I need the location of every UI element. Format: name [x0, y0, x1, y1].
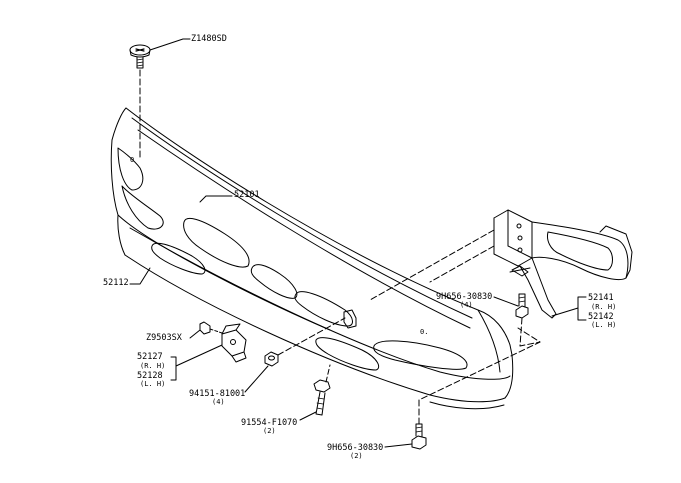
bolt-bottom-guide — [418, 327, 541, 425]
leader-z1480sd — [149, 38, 191, 51]
bolt-mid-guide — [325, 364, 331, 383]
label-52127-side: (R. H) — [140, 362, 166, 370]
label-52128-side: (L. H) — [140, 380, 166, 388]
label-9h656-30830-right: 9H656-30830 — [436, 292, 493, 302]
label-94151-81001: 94151-81001 — [189, 389, 246, 399]
label-9h656-30830-bottom: 9H656-30830 — [327, 443, 384, 453]
leader-52141 — [551, 296, 587, 321]
leader-9h656-right — [493, 296, 519, 307]
leader-52112 — [129, 267, 151, 285]
label-9h656-bottom-qty: (2) — [350, 452, 363, 460]
bolt-mid-drawing — [313, 379, 331, 416]
screw-top-drawing — [129, 44, 151, 69]
label-94151-qty: (4) — [212, 398, 225, 406]
label-52141: 52141 — [588, 293, 614, 303]
svg-text:0: 0 — [130, 156, 134, 164]
nut-drawing — [264, 351, 279, 367]
leader-52127 — [170, 344, 223, 381]
label-52142-side: (L. H) — [591, 321, 617, 329]
svg-text:0.: 0. — [420, 328, 428, 336]
label-z1480sd: Z1480SD — [191, 34, 227, 44]
label-52142: 52142 — [588, 312, 614, 322]
screw-left-drawing — [199, 321, 223, 335]
leader-94151 — [244, 365, 269, 393]
label-52128: 52128 — [137, 371, 163, 381]
leader-z9503sx — [189, 329, 201, 339]
label-52127: 52127 — [137, 352, 163, 362]
label-52101: 52101 — [234, 190, 260, 200]
label-91554-qty: (2) — [263, 427, 276, 435]
front-bumper-drawing: 0 0. — [110, 107, 514, 410]
nut-guide — [277, 317, 346, 356]
label-52112: 52112 — [103, 278, 129, 288]
stay-left-drawing — [221, 323, 247, 363]
label-91554-f1070: 91554-F1070 — [241, 418, 298, 428]
bolt-bottom-drawing — [411, 423, 427, 450]
bracket-right-guide — [369, 229, 541, 347]
bracket-right-drawing — [493, 209, 633, 319]
leader-91554 — [299, 411, 317, 421]
label-52141-side: (R. H) — [591, 303, 617, 311]
bolt-right-drawing — [515, 293, 529, 319]
label-z9503sx: Z9503SX — [146, 333, 182, 343]
leader-9h656-bottom — [384, 443, 413, 448]
leader-52101 — [199, 195, 233, 203]
label-9h656-right-qty: (4) — [460, 301, 473, 309]
